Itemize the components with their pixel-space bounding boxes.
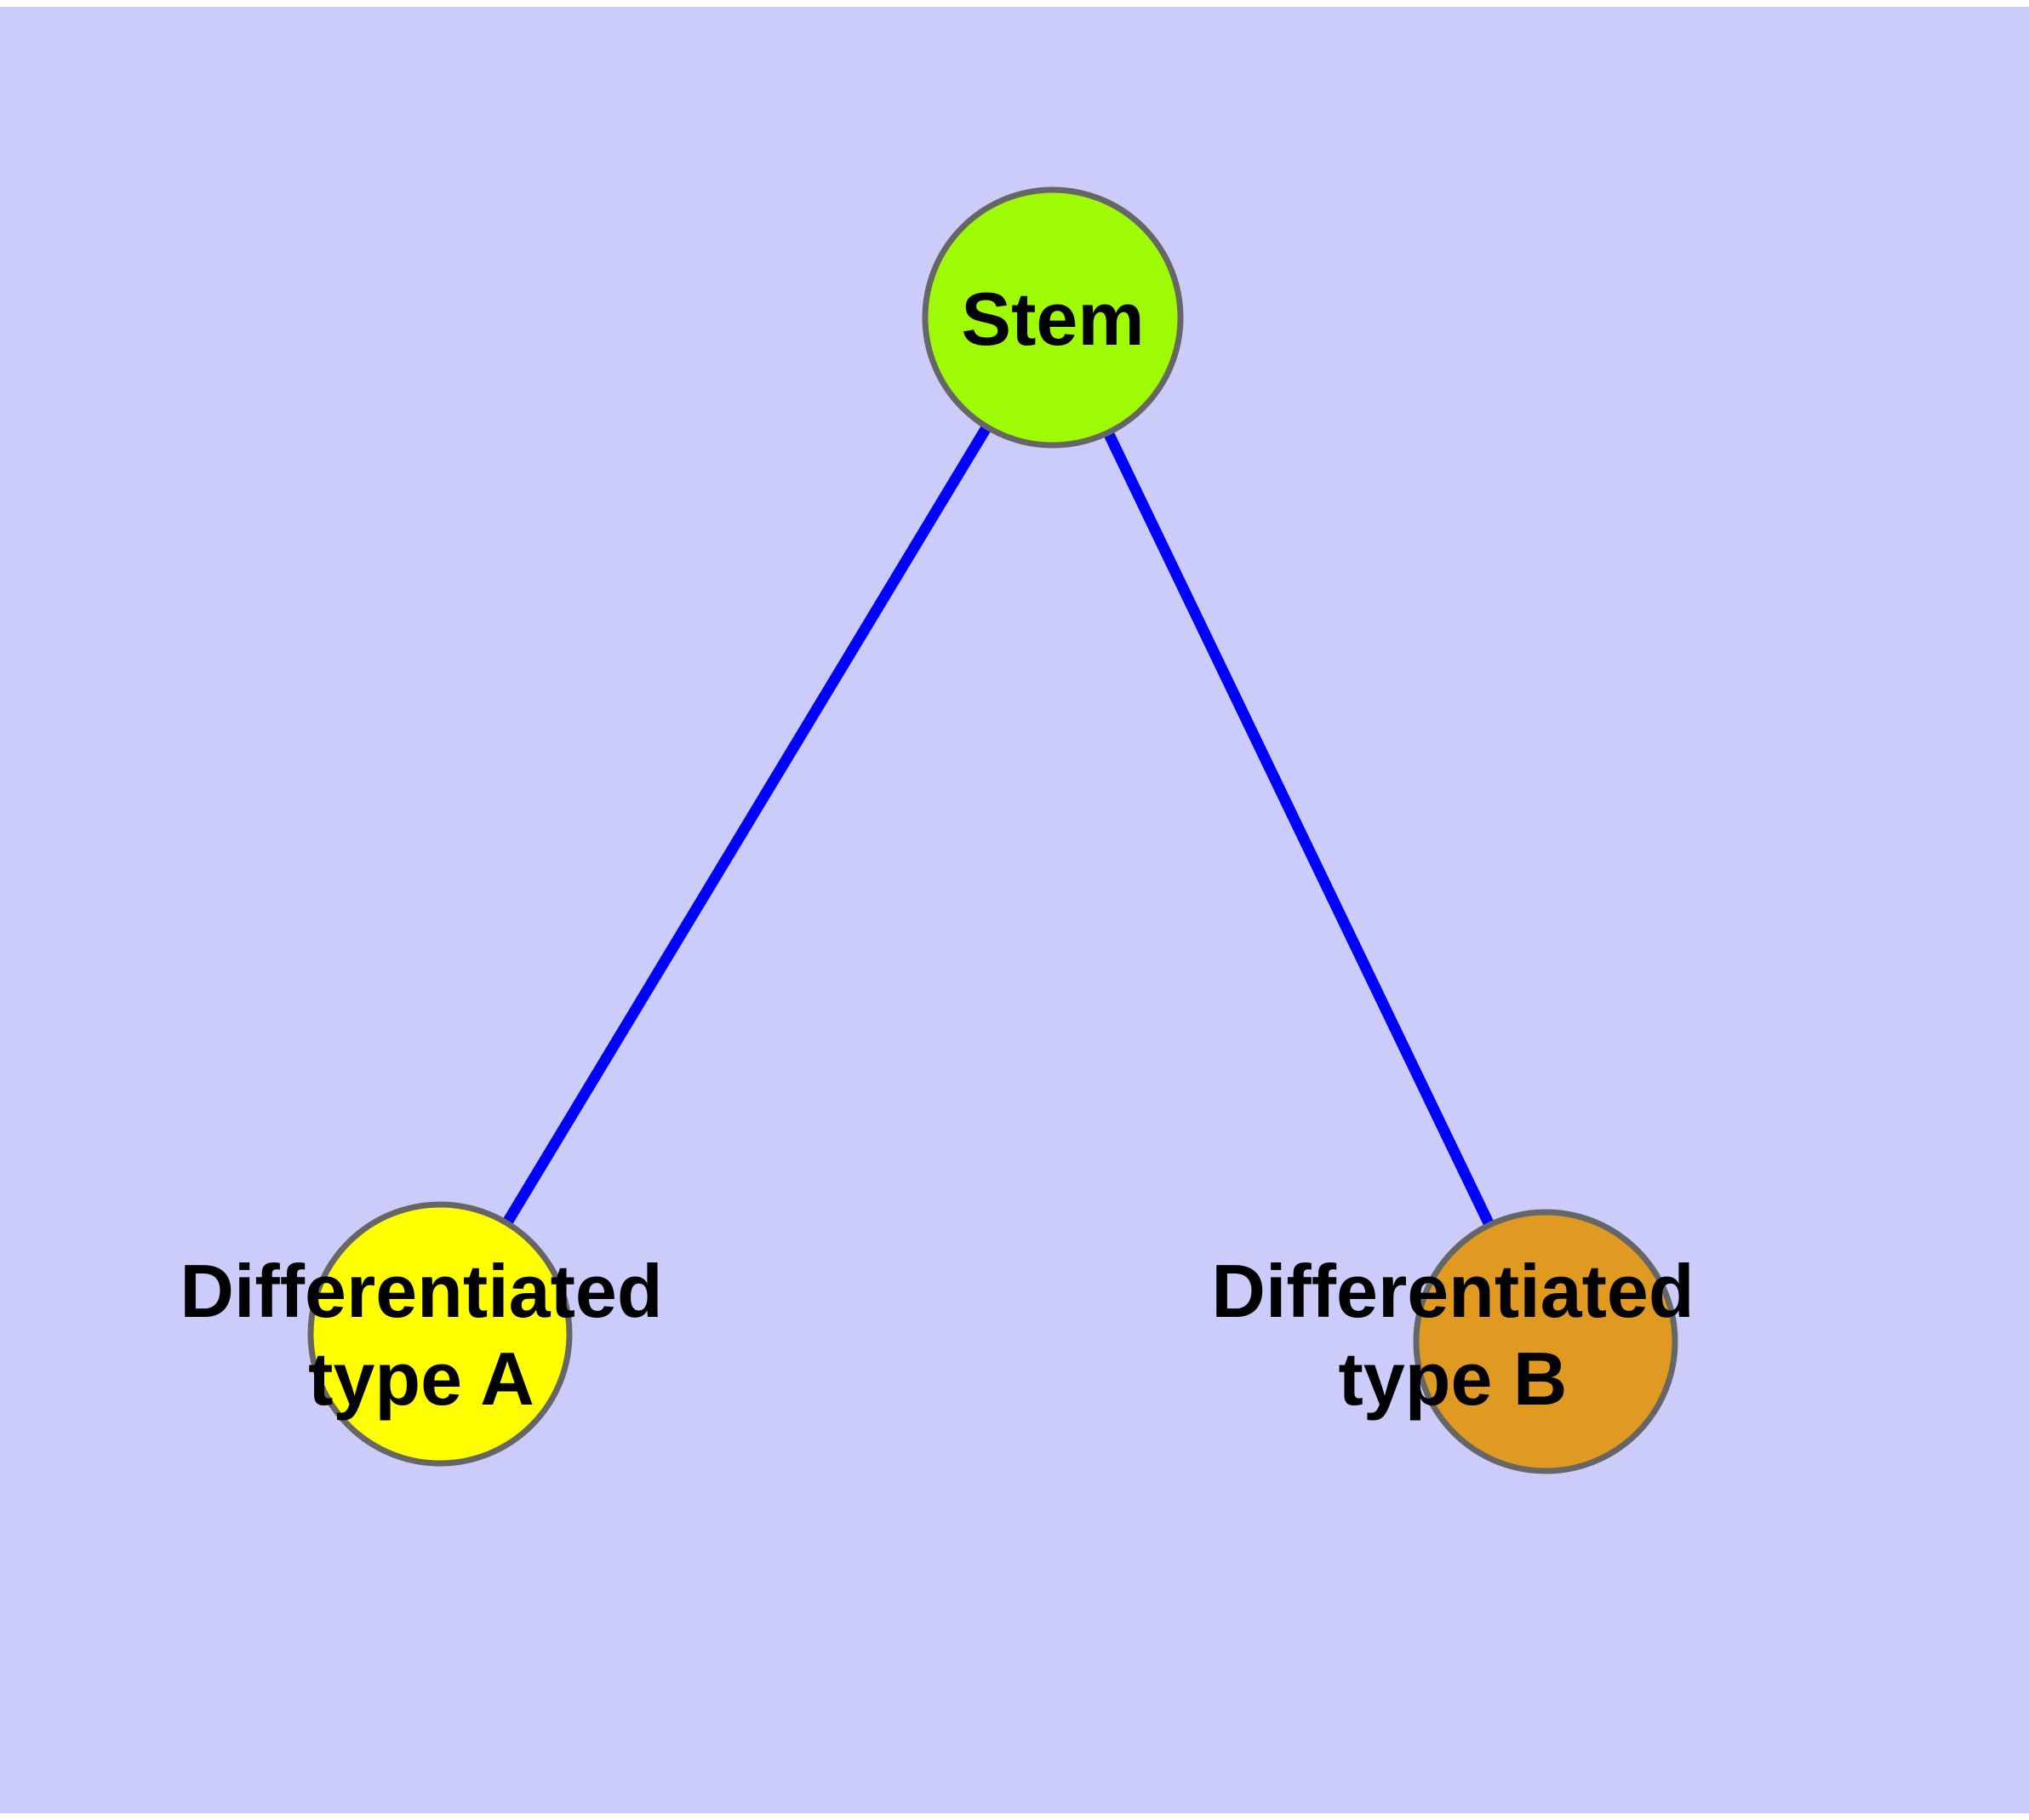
edges-layer xyxy=(435,314,1551,1344)
nodes-layer xyxy=(307,186,1678,1474)
edge-stem-to-diff-a[interactable] xyxy=(435,314,1058,1337)
labels-layer: Stem Differentiated type A Differentiate… xyxy=(180,277,1694,1421)
node-label-differentiated-type-a-line1: Differentiated xyxy=(180,1249,662,1333)
node-label-differentiated-type-b-line1: Differentiated xyxy=(1211,1249,1694,1333)
edge-stem-to-diff-b[interactable] xyxy=(1048,315,1551,1344)
node-stem[interactable] xyxy=(922,186,1184,449)
node-differentiated-type-b[interactable] xyxy=(1413,1209,1678,1474)
node-label-differentiated-type-a-line2: type A xyxy=(308,1336,534,1421)
node-label-differentiated-type-b-line2: type B xyxy=(1339,1336,1568,1421)
node-label-stem: Stem xyxy=(961,277,1144,361)
node-differentiated-type-a[interactable] xyxy=(307,1201,573,1467)
